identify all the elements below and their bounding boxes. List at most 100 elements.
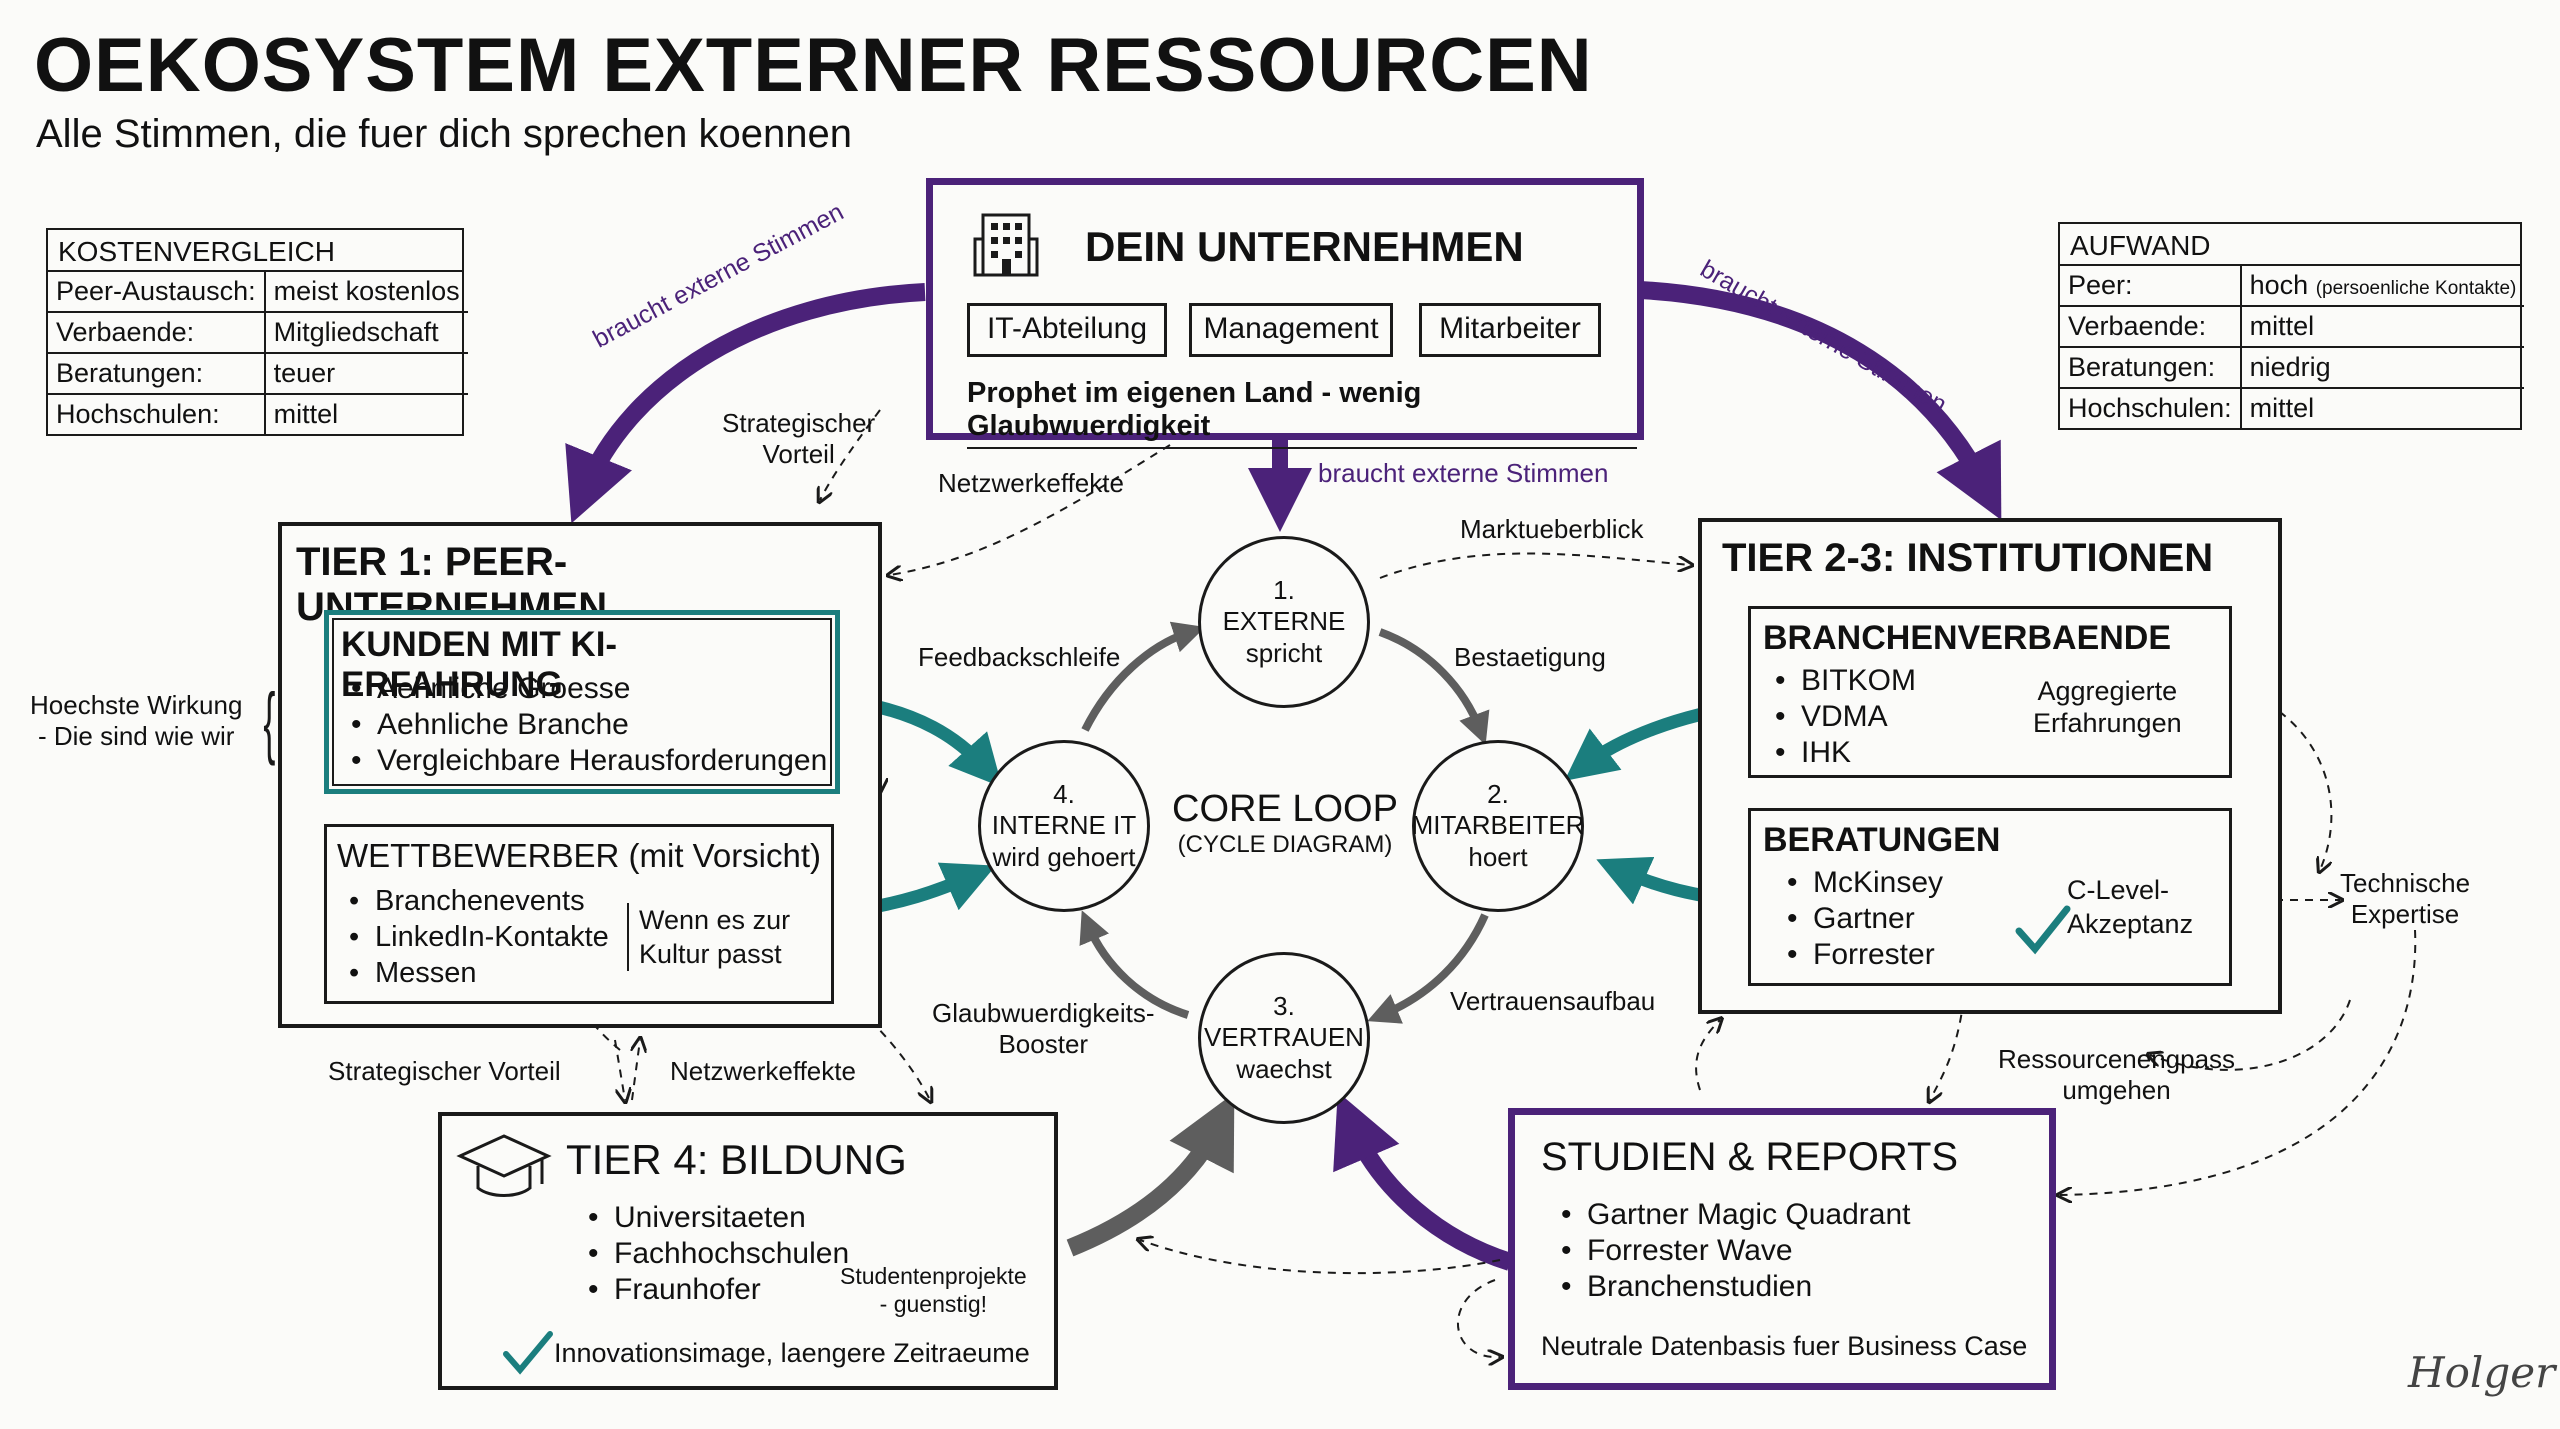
- tier4-box: TIER 4: BILDUNG Universitaeten Fachhochs…: [438, 1112, 1058, 1390]
- list-item: LinkedIn-Kontakte: [349, 919, 609, 955]
- table-cell: Peer-Austausch:: [48, 272, 266, 313]
- list-item: Messen: [349, 955, 609, 991]
- step-text: VERTRAUEN waechst: [1204, 1022, 1364, 1084]
- list-item: IHK: [1775, 735, 1916, 771]
- list-item: Vergleichbare Herausforderungen: [351, 743, 827, 779]
- loop-step-external-speaks: 1. EXTERNE spricht: [1198, 536, 1370, 708]
- checkmark-icon: [2015, 905, 2071, 955]
- list-item: Fraunhofer: [588, 1272, 849, 1308]
- arrow-studies-to-trust: [1333, 1091, 1513, 1271]
- loop-step-internal-it-heard: 4. INTERNE IT wird gehoert: [978, 740, 1150, 912]
- list-item: Fachhochschulen: [588, 1236, 849, 1272]
- label-trust-building: Vertrauensaufbau: [1450, 986, 1656, 1016]
- associations-note: Aggregierte Erfahrungen: [2033, 676, 2182, 738]
- competitors-box: WETTBEWERBER (mit Vorsicht) Brancheneven…: [324, 824, 834, 1004]
- page-subtitle: Alle Stimmen, die fuer dich sprechen koe…: [36, 112, 853, 156]
- list-item: Branchenevents: [349, 883, 609, 919]
- step-number: 1.: [1273, 575, 1295, 606]
- loop-arrow-3-4: [1079, 910, 1190, 1019]
- table-cell: niedrig: [2240, 347, 2525, 389]
- studies-box: STUDIEN & REPORTS Gartner Magic Quadrant…: [1508, 1108, 2056, 1390]
- table-row: Hochschulen:mittel: [48, 394, 468, 434]
- tier1-box: TIER 1: PEER-UNTERNEHMEN KUNDEN MIT KI-E…: [278, 522, 882, 1028]
- list-item: Gartner: [1787, 901, 1943, 937]
- core-loop-title: CORE LOOP: [1172, 788, 1398, 830]
- arrow-education-to-trust: [1066, 1092, 1235, 1257]
- table-cell: mittel: [2249, 393, 2315, 423]
- associations-box: BRANCHENVERBAENDE BITKOM VDMA IHK Aggreg…: [1748, 606, 2232, 778]
- cost-table-title: KOSTENVERGLEICH: [48, 230, 462, 272]
- loop-step-trust-grows: 3. VERTRAUEN waechst: [1198, 952, 1370, 1124]
- list-item: Aehnliche Branche: [351, 707, 827, 743]
- effort-value: hoch: [2249, 270, 2309, 300]
- label-strategic-advantage-bottom: Strategischer Vorteil: [328, 1056, 561, 1086]
- brace-icon: {: [263, 677, 276, 766]
- step-number: 2.: [1487, 779, 1509, 810]
- associations-title: BRANCHENVERBAENDE: [1763, 619, 2172, 657]
- associations-list: BITKOM VDMA IHK: [1775, 663, 1916, 771]
- company-title: DEIN UNTERNEHMEN: [1085, 223, 1524, 270]
- table-row: Verbaende:mittel: [2060, 306, 2525, 348]
- list-item: Gartner Magic Quadrant: [1561, 1197, 1910, 1233]
- core-loop-label: CORE LOOP (CYCLE DIAGRAM): [1170, 788, 1400, 859]
- competitors-note: Wenn es zur Kultur passt: [627, 903, 790, 971]
- tier4-title: TIER 4: BILDUNG: [566, 1136, 907, 1183]
- table-cell: Hochschulen:: [2060, 388, 2242, 428]
- studies-title: STUDIEN & REPORTS: [1541, 1135, 1959, 1179]
- loop-arrow-4-1: [1081, 621, 1206, 732]
- list-item: VDMA: [1775, 699, 1916, 735]
- signature: Holger: [2408, 1348, 2556, 1397]
- list-item: Aehnliche Groesse: [351, 671, 827, 707]
- list-item: Forrester Wave: [1561, 1233, 1910, 1269]
- consulting-note: C-Level- Akzeptanz: [2067, 875, 2194, 939]
- label-technical-expertise: Technische Expertise: [2340, 868, 2471, 930]
- step-number: 4.: [1053, 779, 1075, 810]
- customers-list: Aehnliche Groesse Aehnliche Branche Verg…: [351, 671, 827, 779]
- label-network-effects-top: Netzwerkeffekte: [938, 468, 1124, 498]
- step-text: INTERNE IT wird gehoert: [991, 810, 1137, 872]
- step-text: EXTERNE spricht: [1222, 606, 1346, 668]
- table-cell: Peer:: [2060, 266, 2242, 307]
- list-item: Branchenstudien: [1561, 1269, 1910, 1305]
- step-number: 3.: [1273, 991, 1295, 1022]
- label-network-effects-bottom: Netzwerkeffekte: [670, 1056, 856, 1086]
- label-credibility-booster: Glaubwuerdigkeits- Booster: [932, 998, 1155, 1060]
- table-row: Beratungen:teuer: [48, 353, 468, 395]
- table-cell: Beratungen:: [48, 353, 266, 395]
- table-cell: meist kostenlos: [264, 272, 468, 313]
- label-feedback-loop: Feedbackschleife: [918, 642, 1121, 672]
- competitors-title: WETTBEWERBER (mit Vorsicht): [337, 837, 822, 874]
- loop-arrow-1-2: [1378, 628, 1490, 745]
- table-row: Verbaende:Mitgliedschaft: [48, 312, 468, 354]
- list-item: Forrester: [1787, 937, 1943, 973]
- label-market-overview: Marktueberblick: [1460, 514, 1644, 544]
- table-cell: Mitgliedschaft: [264, 312, 468, 354]
- effort-table-title: AUFWAND: [2060, 224, 2520, 266]
- list-item: BITKOM: [1775, 663, 1916, 699]
- arrow-company-to-tier23: [1639, 281, 2002, 521]
- consulting-title: BERATUNGEN: [1763, 821, 2001, 859]
- tier4-list: Universitaeten Fachhochschulen Fraunhofe…: [588, 1200, 849, 1308]
- company-note: Prophet im eigenen Land - wenig Glaubwue…: [967, 377, 1637, 449]
- core-loop-subtitle: (CYCLE DIAGRAM): [1177, 831, 1393, 858]
- list-item: Universitaeten: [588, 1200, 849, 1236]
- studies-list: Gartner Magic Quadrant Forrester Wave Br…: [1561, 1197, 1910, 1305]
- table-cell: Verbaende:: [48, 312, 266, 354]
- label-resource-shortage: Ressourcenengpass umgehen: [1998, 1044, 2236, 1106]
- studies-footer: Neutrale Datenbasis fuer Business Case: [1541, 1331, 2028, 1361]
- tier23-box: TIER 2-3: INSTITUTIONEN BRANCHENVERBAEND…: [1698, 518, 2282, 1014]
- effort-table: AUFWAND Peer:hoch (persoenliche Kontakte…: [2058, 222, 2525, 430]
- arrow-company-to-tier1: [565, 283, 926, 524]
- table-cell: mittel: [2240, 306, 2525, 348]
- page-title: OEKOSYSTEM EXTERNER RESSOURCEN: [34, 23, 1593, 108]
- building-icon: [973, 213, 1039, 277]
- effort-note: (persoenliche Kontakte): [2315, 278, 2517, 299]
- table-row: Peer:hoch (persoenliche Kontakte): [2060, 266, 2525, 307]
- table-cell: teuer: [264, 353, 468, 395]
- table-cell: Beratungen:: [2060, 347, 2242, 389]
- tag-management: Management: [1189, 303, 1393, 357]
- list-item: McKinsey: [1787, 865, 1943, 901]
- loop-step-employees-listen: 2. MITARBEITER hoert: [1412, 740, 1584, 912]
- tier4-note: Studentenprojekte - guenstig!: [840, 1263, 1027, 1317]
- tier23-title: TIER 2-3: INSTITUTIONEN: [1722, 536, 2214, 580]
